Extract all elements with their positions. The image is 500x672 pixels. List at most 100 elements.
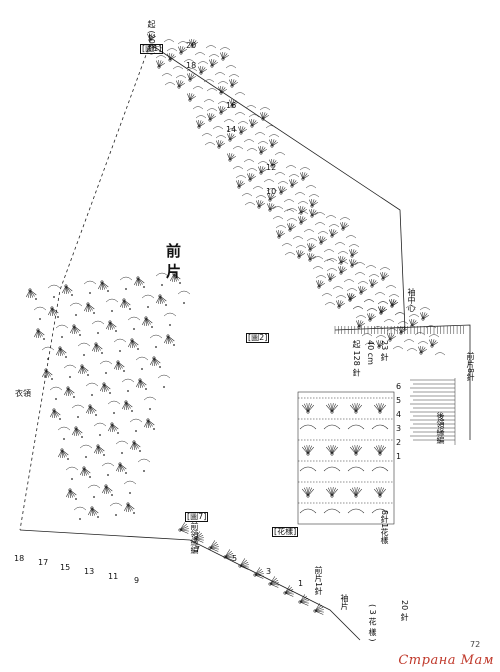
fan-stroke: [307, 488, 315, 497]
fan-stroke: [239, 561, 249, 567]
fan-stroke: [301, 446, 309, 455]
chain-arc: [312, 266, 324, 270]
chain-arc: [243, 139, 255, 143]
chain-dot: [119, 350, 121, 352]
fan-stroke: [330, 445, 333, 455]
chain-arc: [163, 39, 175, 43]
fan-stroke: [314, 610, 324, 613]
chain-arc: [55, 324, 69, 329]
fan-stroke: [306, 403, 309, 413]
figure-7-label: [圖7]: [185, 512, 209, 522]
fan-base: [228, 138, 232, 142]
fan-base: [330, 452, 334, 456]
fan-stroke: [239, 564, 249, 567]
chain-arc: [203, 99, 215, 103]
fan-base: [90, 506, 94, 510]
fan-stroke: [355, 487, 358, 497]
chain-arc: [115, 440, 129, 445]
fan-stroke: [224, 552, 234, 558]
chain-arc: [385, 285, 397, 289]
chain-arc: [355, 315, 367, 319]
pattern-arc: [371, 508, 389, 514]
fan-base: [72, 324, 76, 328]
fan-base: [410, 324, 414, 328]
chain-arc: [374, 292, 386, 296]
fan-stroke: [179, 529, 189, 534]
fan-base: [337, 305, 341, 309]
chain-arc: [255, 195, 267, 199]
fan-stroke: [373, 446, 381, 455]
fan-base: [259, 151, 263, 155]
chain-arc: [163, 312, 177, 317]
pattern-row-number: 6: [396, 382, 402, 391]
outline-right: [334, 324, 471, 440]
chain-dot: [143, 470, 145, 472]
chain-arc: [332, 286, 344, 290]
fan-stroke: [314, 604, 322, 612]
fan-base: [116, 360, 120, 364]
chain-dot: [115, 330, 117, 332]
fan-stroke: [304, 445, 309, 455]
fan-base: [330, 494, 334, 498]
fan-base: [350, 264, 354, 268]
fan-base: [357, 325, 361, 329]
chain-dot: [91, 394, 93, 396]
fan-stroke: [307, 445, 310, 455]
chain-arc: [354, 272, 366, 276]
fan-stroke: [179, 528, 189, 531]
chain-arc: [339, 217, 351, 221]
fan-base: [168, 58, 172, 62]
chain-arc: [244, 202, 256, 206]
chain-arc: [254, 132, 266, 136]
fan-stroke: [354, 403, 357, 413]
chain-dot: [179, 282, 181, 284]
fan-stroke: [254, 574, 264, 579]
armhole-edging-label: 前領緣編: [190, 522, 199, 554]
chain-arc: [314, 212, 326, 216]
chain-dot: [87, 374, 89, 376]
fan-stroke: [209, 540, 216, 549]
fan-stroke: [194, 534, 204, 540]
fan-stroke: [354, 445, 357, 455]
chain-arc: [135, 356, 149, 361]
chain-dot: [75, 498, 77, 500]
collar-edge-label: 衣領: [15, 389, 31, 398]
chain-arc: [49, 386, 63, 391]
chain-arc: [203, 79, 215, 83]
chain-arc: [326, 268, 338, 272]
chain-arc: [305, 185, 317, 189]
chain-dot: [137, 348, 139, 350]
fan-stroke: [304, 487, 309, 497]
chain-arc: [186, 68, 198, 72]
fan-stroke: [328, 445, 333, 455]
chain-dot: [173, 344, 175, 346]
fan-base: [270, 144, 274, 148]
chain-arc: [245, 105, 257, 109]
fan-base: [193, 537, 197, 541]
chain-arc: [325, 215, 337, 219]
chain-dot: [131, 410, 133, 412]
chain-arc: [177, 290, 191, 295]
fan-stroke: [325, 488, 333, 497]
chain-arc: [246, 168, 258, 172]
chain-arc: [303, 229, 315, 233]
fan-base: [228, 158, 232, 162]
fan-stroke: [376, 487, 381, 497]
chain-arc: [123, 480, 137, 485]
chain-arc: [284, 252, 296, 256]
chain-arc: [366, 308, 378, 312]
chain-dot: [99, 434, 101, 436]
fan-stroke: [328, 403, 333, 413]
fan-stroke: [314, 610, 324, 615]
chain-dot: [55, 398, 57, 400]
chain-arc: [343, 279, 355, 283]
fan-stroke: [349, 446, 357, 455]
chain-arc: [394, 312, 406, 316]
fan-stroke: [239, 565, 249, 570]
fan-base: [253, 573, 257, 577]
chain-dot: [169, 324, 171, 326]
fan-base: [370, 284, 374, 288]
fan-stroke: [254, 574, 264, 577]
chain-arc: [414, 332, 426, 336]
fan-base: [308, 258, 312, 262]
